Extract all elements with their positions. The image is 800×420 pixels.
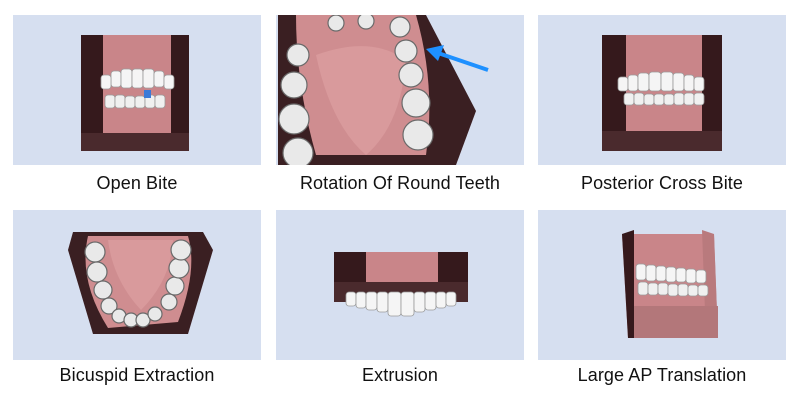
- open-bite-image: [13, 15, 261, 165]
- extrusion-image: [276, 210, 524, 360]
- posterior-cross-bite-image: [538, 15, 786, 165]
- large-ap-translation-image: [538, 210, 786, 360]
- tile-caption: Open Bite: [96, 173, 178, 193]
- tile-caption: Bicuspid Extraction: [59, 365, 215, 385]
- tile-caption: Rotation Of Round Teeth: [299, 173, 501, 193]
- tile-caption: Posterior Cross Bite: [580, 173, 744, 193]
- tile-caption: Large AP Translation: [577, 365, 747, 385]
- bicuspid-extraction-image: [13, 210, 261, 360]
- tile-caption: Extrusion: [362, 365, 438, 385]
- rotation-of-round-teeth-image: [276, 15, 524, 165]
